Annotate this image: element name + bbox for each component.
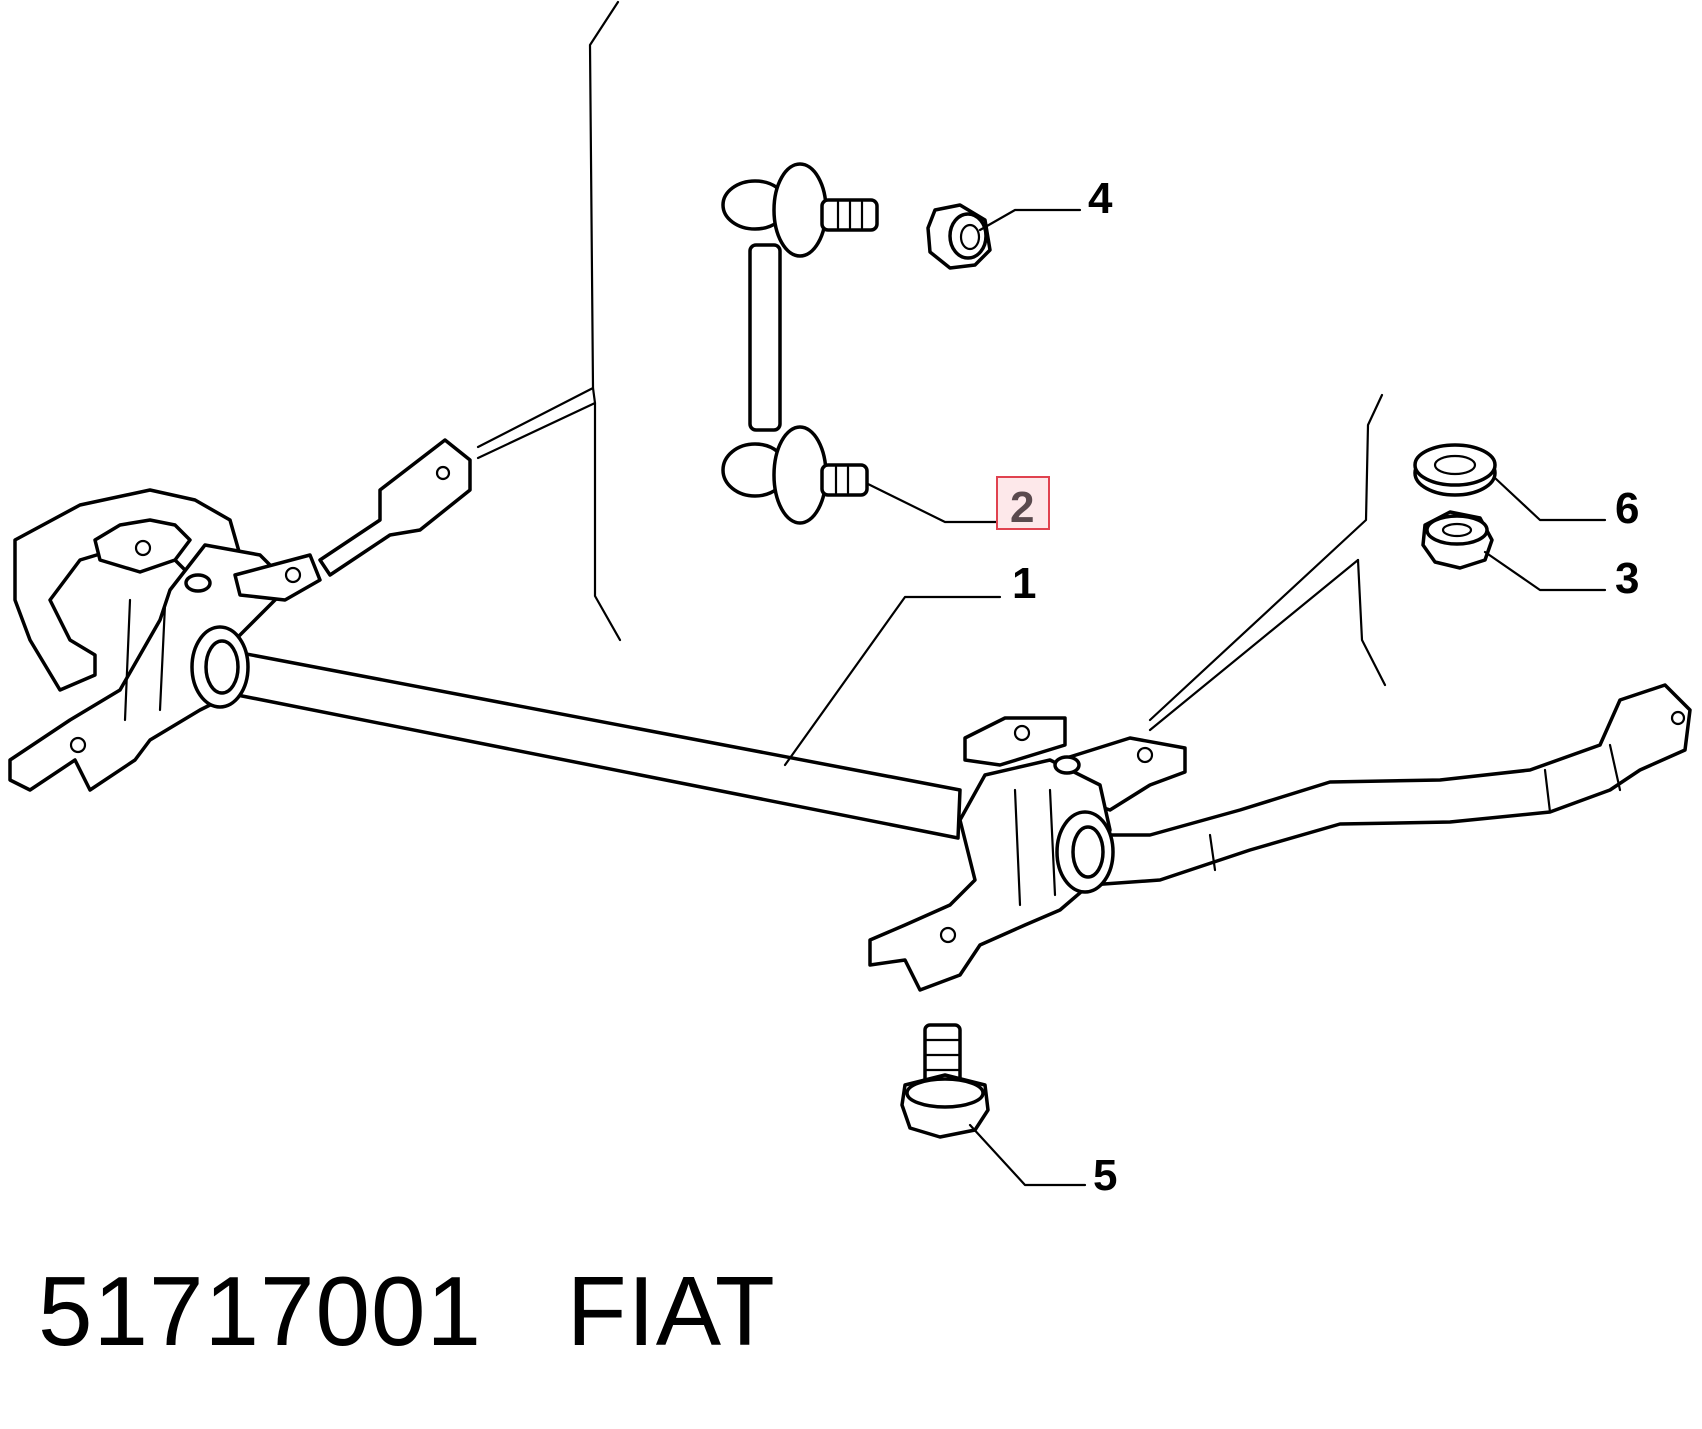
callout-label-4: 4 — [1088, 174, 1113, 223]
callout-label-2: 2 — [1010, 483, 1034, 532]
flange-bolt-part-5 — [900, 1023, 990, 1139]
right-bracket — [868, 716, 1187, 992]
callout-3: 3 — [1615, 554, 1639, 603]
right-reference-line — [1148, 393, 1387, 732]
leader-lines — [783, 208, 1607, 1187]
callout-label-5: 5 — [1093, 1151, 1117, 1200]
nut-part-4 — [926, 203, 992, 270]
callout-label-1: 1 — [1012, 559, 1036, 608]
brand-name: FIAT — [566, 1256, 776, 1366]
left-bracket — [8, 488, 322, 792]
stabilizer-bar — [210, 438, 1692, 887]
callout-5: 5 — [1093, 1151, 1117, 1200]
callout-1: 1 — [1012, 559, 1036, 608]
washer-part-6 — [1413, 443, 1497, 497]
stabilizer-link — [721, 162, 879, 525]
callout-highlight-box — [996, 476, 1050, 530]
callout-6: 6 — [1615, 484, 1639, 533]
callout-4: 4 — [1088, 174, 1113, 223]
callout-label-6: 6 — [1615, 484, 1639, 533]
part-caption: 51717001 FIAT — [38, 1255, 776, 1368]
flange-nut-part-3 — [1421, 510, 1494, 570]
part-number: 51717001 — [38, 1256, 483, 1366]
left-reference-line — [476, 0, 622, 642]
callout-2: 2 — [996, 476, 1050, 532]
callout-label-3: 3 — [1615, 554, 1639, 603]
